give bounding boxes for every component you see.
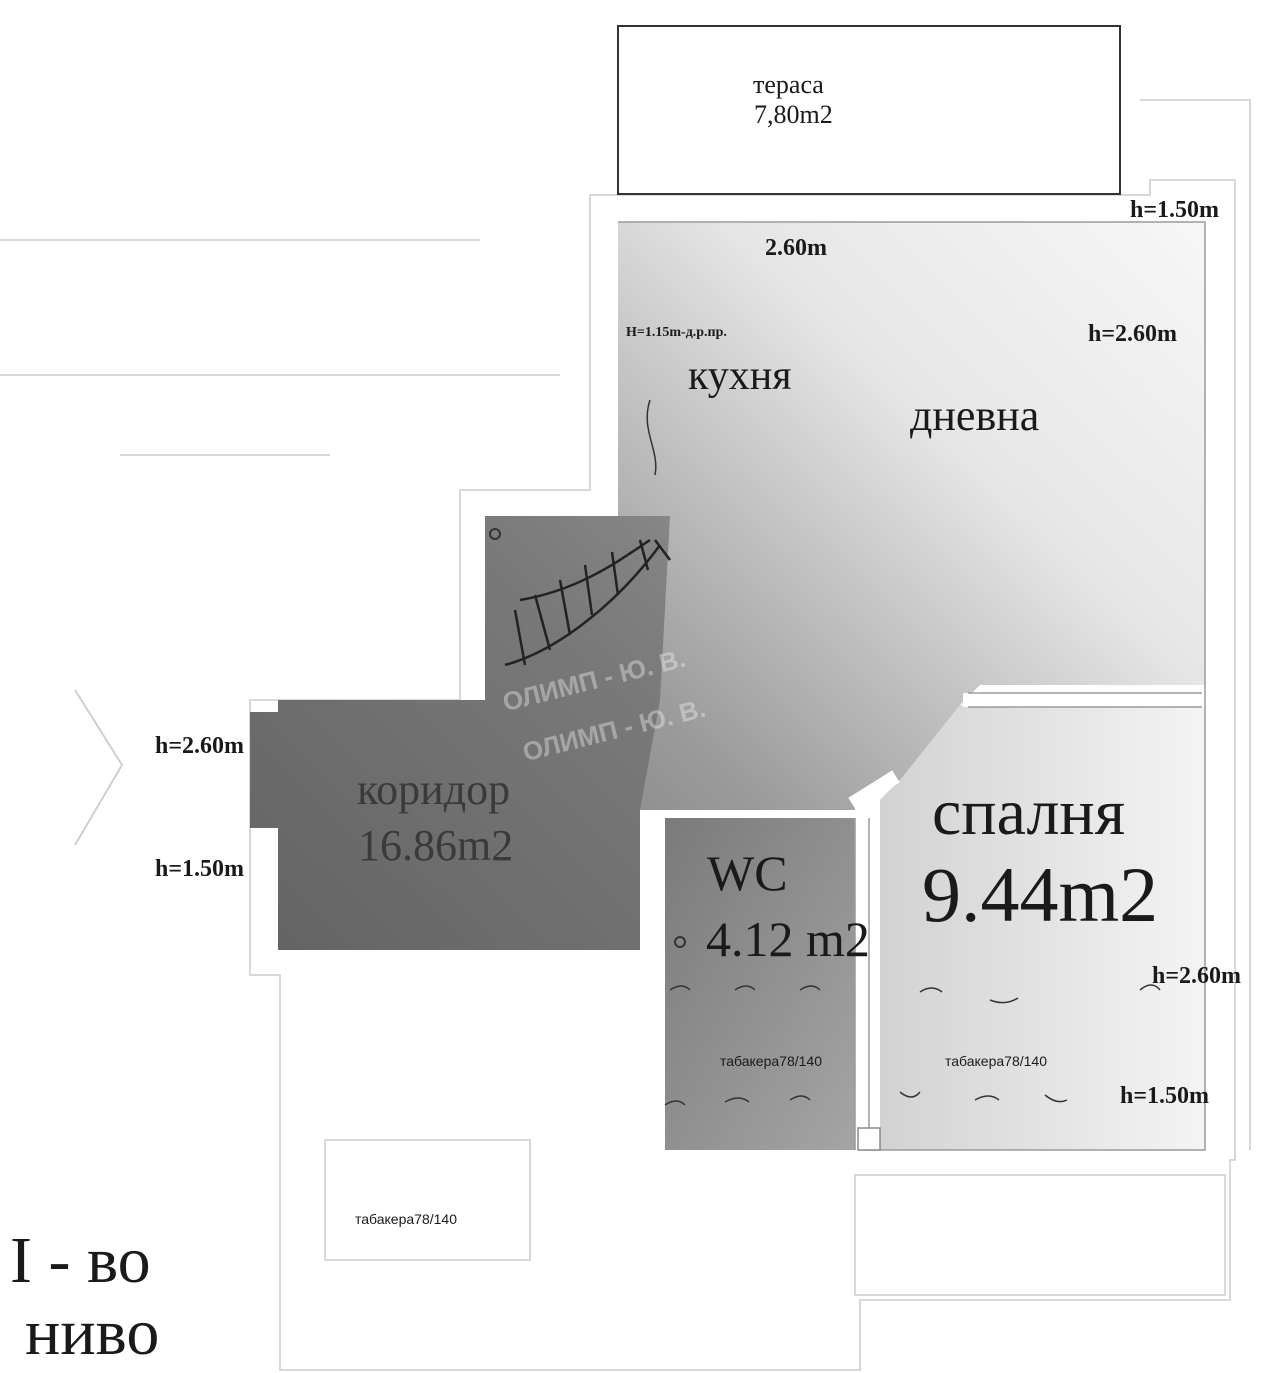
height-entry-top: h=2.60m — [155, 733, 245, 759]
corridor-name: коридор — [357, 765, 511, 814]
height-entry-bottom: h=1.50m — [155, 856, 245, 882]
bedroom-name: спалня — [932, 776, 1126, 849]
wall-edges — [618, 221, 1206, 1151]
stair-sketch — [504, 538, 671, 667]
height-living-right: h=2.60m — [1088, 321, 1178, 347]
window-label-lower: табакера78/140 — [355, 1211, 457, 1227]
window-label-bedroom: табакера78/140 — [945, 1053, 1047, 1069]
walls — [848, 693, 1207, 1157]
wc-circle — [674, 936, 686, 948]
level-title-line2: ниво — [25, 1296, 160, 1369]
hand-marks — [646, 399, 1161, 1106]
terrace-name: тераса — [753, 70, 824, 99]
kitchen-height-note: H=1.15m-д.р.пр. — [626, 325, 727, 340]
living-name: дневна — [910, 391, 1040, 440]
building-outline — [0, 99, 1251, 1371]
level-title-line1: I - во — [10, 1224, 151, 1297]
bedroom-floor — [880, 705, 1205, 1150]
wc-floor — [665, 818, 855, 1150]
wc-area: 4.12 m2 — [706, 911, 870, 967]
dimension-top: 2.60m — [765, 235, 827, 261]
bedroom-area: 9.44m2 — [922, 851, 1159, 938]
corridor-area: 16.86m2 — [358, 821, 514, 870]
height-bedroom-bottom: h=1.50m — [1120, 1083, 1210, 1109]
corridor-floor — [250, 516, 670, 950]
entrance-arrow — [74, 689, 124, 846]
window-label-wc: табакера78/140 — [720, 1053, 822, 1069]
kitchen-name: кухня — [688, 353, 792, 399]
height-bedroom-top: h=2.60m — [1152, 963, 1242, 989]
door-frame — [857, 1127, 881, 1151]
terrace-outline — [617, 25, 1121, 195]
terrace-area: 7,80m2 — [754, 100, 833, 129]
height-top-right: h=1.50m — [1130, 197, 1220, 223]
wc-name: WC — [707, 845, 788, 901]
drain-circle — [489, 528, 501, 540]
